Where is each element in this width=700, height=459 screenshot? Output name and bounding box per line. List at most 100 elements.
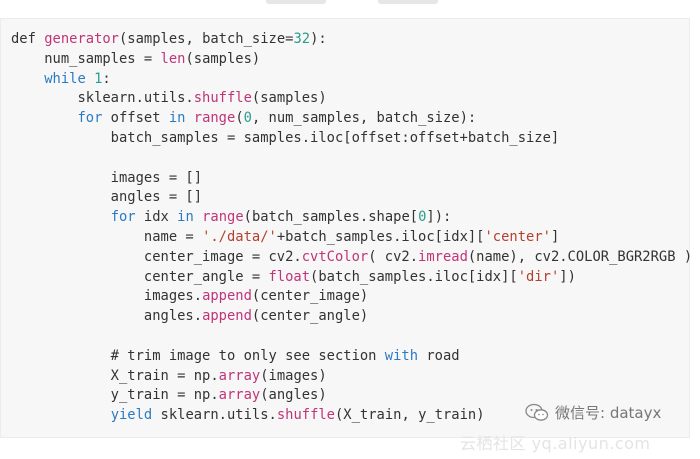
code-line: name = './data/'+batch_samples.iloc[idx]… bbox=[11, 228, 692, 248]
code-token: ( bbox=[235, 110, 244, 127]
code-line bbox=[11, 327, 692, 347]
code-token: len bbox=[160, 50, 186, 67]
code-line: batch_samples = samples.iloc[offset:offs… bbox=[11, 129, 692, 149]
code-token: (center_angle) bbox=[251, 308, 369, 325]
code-token: (samples, batch_size= bbox=[119, 31, 294, 47]
code-token: cvtColor bbox=[301, 248, 369, 265]
code-token: (images) bbox=[260, 367, 327, 384]
code-token: (samples) bbox=[185, 50, 261, 67]
code-token: shuffle bbox=[276, 407, 335, 424]
code-line: while 1: bbox=[11, 70, 692, 90]
code-token: 'center' bbox=[484, 228, 551, 245]
code-token bbox=[11, 209, 111, 225]
code-line: angles.append(center_angle) bbox=[11, 307, 692, 327]
code-token: batch_samples = samples.iloc[offset:offs… bbox=[11, 129, 560, 146]
code-token: (name), cv2.COLOR_BGR2RGB ) bbox=[467, 248, 693, 265]
code-token: append bbox=[202, 288, 252, 305]
code-token: (X_train, y_train) bbox=[335, 407, 485, 424]
code-line bbox=[11, 149, 692, 169]
code-token: def bbox=[11, 31, 45, 47]
code-line: for offset in range(0, num_samples, batc… bbox=[11, 109, 692, 129]
code-token: range bbox=[202, 209, 244, 226]
code-token: array bbox=[218, 367, 261, 384]
code-line: sklearn.utils.shuffle(samples) bbox=[11, 89, 692, 109]
code-token: angles = [] bbox=[11, 189, 203, 206]
code-line: images.append(center_image) bbox=[11, 287, 692, 307]
code-token: append bbox=[202, 308, 252, 325]
code-token: ]): bbox=[426, 209, 452, 226]
code-line: num_samples = len(samples) bbox=[11, 50, 692, 70]
code-token: while bbox=[44, 70, 86, 87]
code-token: name = bbox=[11, 228, 203, 245]
code-line: X_train = np.array(images) bbox=[11, 367, 692, 387]
code-token: 32 bbox=[293, 31, 311, 47]
code-token bbox=[185, 110, 193, 126]
top-tab-left[interactable] bbox=[266, 0, 326, 4]
code-token: imread bbox=[418, 248, 468, 265]
code-token: num_samples = bbox=[11, 50, 161, 67]
code-token: angles. bbox=[11, 308, 203, 325]
code-token: images = [] bbox=[11, 169, 203, 186]
code-token bbox=[11, 407, 111, 423]
code-token: for bbox=[77, 110, 103, 127]
code-token: road bbox=[418, 347, 460, 364]
code-line: for idx in range(batch_samples.shape[0])… bbox=[11, 208, 692, 228]
code-token: # trim image to only see section bbox=[11, 347, 385, 364]
watermark: 微信号: datayx bbox=[525, 402, 661, 423]
code-line: angles = [] bbox=[11, 188, 692, 208]
code-token: : bbox=[102, 70, 111, 87]
code-token: sklearn.utils. bbox=[152, 407, 277, 424]
code-line: images = [] bbox=[11, 169, 692, 189]
code-token: shuffle bbox=[193, 90, 252, 107]
code-token: (samples) bbox=[251, 90, 327, 107]
code-token bbox=[11, 110, 77, 126]
code-listing: def generator(samples, batch_size=32): n… bbox=[11, 30, 692, 426]
code-line: center_image = cv2.cvtColor( cv2.imread(… bbox=[11, 248, 692, 268]
code-line: yield sklearn.utils.shuffle(X_train, y_t… bbox=[11, 406, 692, 426]
code-token: yield bbox=[110, 407, 153, 424]
watermark-text: 微信号: datayx bbox=[555, 404, 662, 422]
code-token: generator bbox=[44, 31, 119, 47]
code-token: images. bbox=[11, 288, 203, 305]
code-token: offset bbox=[102, 110, 169, 127]
code-token: y_train = np. bbox=[11, 387, 219, 404]
code-token: 'dir' bbox=[517, 268, 560, 285]
code-token: ]) bbox=[559, 268, 576, 285]
top-tab-strip bbox=[0, 0, 700, 6]
code-token: center_image = cv2. bbox=[11, 248, 302, 265]
code-token: +batch_samples.iloc[idx][ bbox=[276, 228, 485, 245]
code-token bbox=[11, 71, 44, 87]
code-token: X_train = np. bbox=[11, 367, 219, 384]
code-token bbox=[194, 209, 202, 225]
code-token: for bbox=[110, 209, 136, 226]
code-line: def generator(samples, batch_size=32): bbox=[11, 30, 692, 50]
code-token: sklearn.utils. bbox=[11, 90, 194, 107]
code-line: # trim image to only see section with ro… bbox=[11, 347, 692, 367]
code-token: ( cv2. bbox=[368, 248, 419, 265]
code-token: range bbox=[193, 110, 236, 127]
code-token: './data/' bbox=[202, 228, 277, 245]
code-token: 0 bbox=[243, 110, 252, 127]
code-token: ] bbox=[550, 228, 560, 245]
code-token: array bbox=[218, 387, 261, 404]
code-token: (angles) bbox=[260, 387, 327, 404]
code-token: in bbox=[168, 110, 186, 127]
code-token: in bbox=[177, 209, 194, 226]
top-tab-right[interactable] bbox=[378, 0, 438, 4]
code-token bbox=[86, 71, 94, 87]
code-token: with bbox=[384, 347, 419, 364]
code-token: float bbox=[268, 268, 311, 285]
code-token: 0 bbox=[418, 209, 427, 226]
code-line: center_angle = float(batch_samples.iloc[… bbox=[11, 268, 692, 288]
code-token: idx bbox=[135, 209, 178, 226]
code-line: y_train = np.array(angles) bbox=[11, 386, 692, 406]
code-token: (batch_samples.iloc[idx][ bbox=[310, 268, 518, 285]
code-token: (batch_samples.shape[ bbox=[243, 209, 419, 226]
code-token: 1 bbox=[94, 70, 103, 87]
code-token: center_angle = bbox=[11, 268, 269, 285]
wechat-icon bbox=[525, 403, 549, 421]
watermark-site: 云栖社区 yq.aliyun.com bbox=[460, 434, 651, 453]
code-token: (center_image) bbox=[251, 288, 369, 305]
code-token: ): bbox=[310, 31, 327, 47]
code-block: def generator(samples, batch_size=32): n… bbox=[0, 18, 692, 438]
